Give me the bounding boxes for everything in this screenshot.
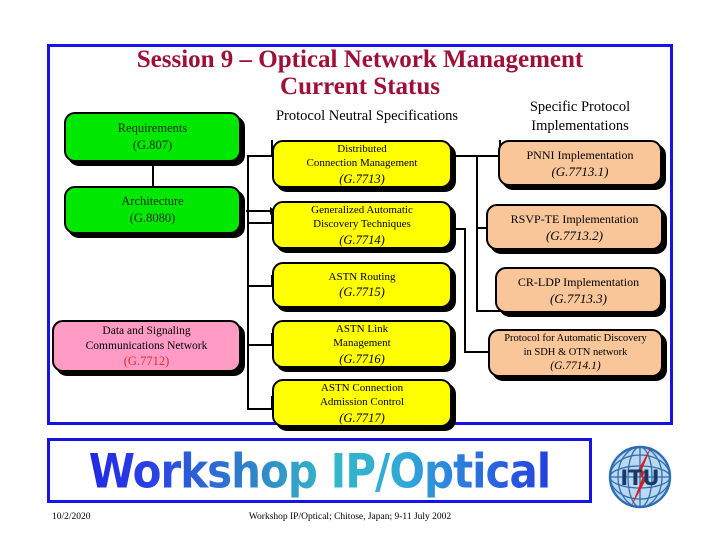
node-pnni-code: (G.7713.1) (551, 163, 609, 179)
node-astn-lm-label-1: ASTN Link (335, 322, 389, 335)
footer-date: 10/2/2020 (52, 512, 91, 522)
connector-branch-r3 (476, 310, 500, 312)
node-gadt-code: (G.7714) (339, 232, 385, 247)
column-caption-right: Specific Protocol Implementations (529, 99, 631, 134)
node-dcm-label-2: Connection Management (306, 157, 418, 169)
node-requirements-code: (G.807) (132, 138, 173, 152)
connector-branch-m1 (247, 155, 273, 157)
connector-branch-m5 (247, 408, 273, 410)
node-gadt-label-2: Discovery Techniques (313, 218, 411, 230)
node-crldp-code: (G.7713.3) (549, 290, 608, 306)
connector-gadt-to-trunk-b (453, 228, 465, 230)
node-distributed-connection-management[interactable]: Distributed Connection Management (G.771… (272, 140, 452, 188)
itu-logo: ITU (604, 441, 676, 513)
node-dcn-label-2: Communications Network (85, 339, 208, 352)
node-rsvpte-code: (G.7713.2) (545, 227, 604, 243)
node-dcm-label-1: Distributed (337, 142, 387, 155)
node-dcn-label-1: Data and Signaling (102, 324, 191, 337)
node-astn-link-management[interactable]: ASTN Link Management (G.7716) (272, 320, 452, 368)
node-crldp-label-1: CR-LDP Implementation (517, 274, 640, 289)
node-pad-label-1: Protocol for Automatic Discovery (504, 333, 647, 344)
connector-right-trunk-b (464, 228, 466, 353)
node-requirements-label: Requirements (117, 121, 188, 135)
node-architecture-label: Architecture (121, 194, 184, 208)
node-astn-cac-label-1: ASTN Connection (320, 381, 404, 394)
node-requirements[interactable]: Requirements (G.807) (64, 112, 241, 162)
node-astn-routing-label-1: ASTN Routing (328, 270, 396, 283)
title-line-2: Current Status (280, 73, 440, 100)
node-dcn-code: (G.7712) (123, 353, 170, 368)
footer-center-text: Workshop IP/Optical; Chitose, Japan; 9-1… (248, 512, 452, 522)
title-line-1: Session 9 – Optical Network Management (136, 46, 584, 73)
node-pnni-implementation[interactable]: PNNI Implementation (G.7713.1) (498, 140, 662, 186)
column-caption-middle: Protocol Neutral Specifications (275, 108, 458, 124)
connector-right-trunk-a (476, 155, 478, 312)
node-architecture-code: (G.8080) (129, 211, 176, 225)
node-data-signaling-communications-network[interactable]: Data and Signaling Communications Networ… (52, 320, 241, 372)
itu-logo-text: ITU (620, 466, 659, 490)
node-gadt-label-1: Generalized Automatic (311, 203, 413, 216)
connector-branch-m4 (247, 344, 273, 346)
connector-architecture-to-trunk (246, 210, 272, 212)
node-pad-code: (G.7714.1) (550, 360, 601, 372)
node-pad-label-2: in SDH & OTN network (523, 346, 628, 358)
node-astn-routing[interactable]: ASTN Routing (G.7715) (272, 262, 452, 308)
connector-branch-r1 (476, 155, 500, 157)
node-astn-cac-code: (G.7717) (339, 410, 385, 425)
connector-dcm-to-trunk-a (453, 155, 477, 157)
node-astn-routing-code: (G.7715) (339, 285, 385, 300)
wordart-workshop-ip-optical: Workshop IP/Optical (50, 441, 589, 500)
connector-branch-m3 (247, 285, 273, 287)
connector-branch-m2 (247, 222, 273, 224)
node-rsvp-te-implementation[interactable]: RSVP-TE Implementation (G.7713.2) (486, 204, 663, 250)
banner-panel: Workshop IP/Optical Workshop IP/Optical (47, 438, 592, 503)
node-astn-cac-label-2: Admission Control (319, 396, 405, 408)
connector-requirements-architecture (152, 162, 154, 186)
node-rsvpte-label-1: RSVP-TE Implementation (510, 211, 639, 226)
node-cr-ldp-implementation[interactable]: CR-LDP Implementation (G.7713.3) (495, 267, 662, 313)
node-generalized-automatic-discovery[interactable]: Generalized Automatic Discovery Techniqu… (272, 201, 452, 249)
node-protocol-automatic-discovery-sdh-otn[interactable]: Protocol for Automatic Discovery in SDH … (488, 329, 663, 377)
node-astn-lm-label-2: Management (333, 337, 391, 349)
connector-middle-trunk (247, 155, 249, 410)
connector-branch-r4 (464, 351, 500, 353)
node-pnni-label-1: PNNI Implementation (526, 147, 634, 162)
node-astn-lm-code: (G.7716) (339, 351, 385, 366)
node-astn-connection-admission-control[interactable]: ASTN Connection Admission Control (G.771… (272, 379, 452, 427)
node-dcm-code: (G.7713) (339, 171, 385, 186)
node-architecture[interactable]: Architecture (G.8080) (64, 186, 241, 234)
page-title: Session 9 – Optical Network Management C… (60, 46, 660, 100)
